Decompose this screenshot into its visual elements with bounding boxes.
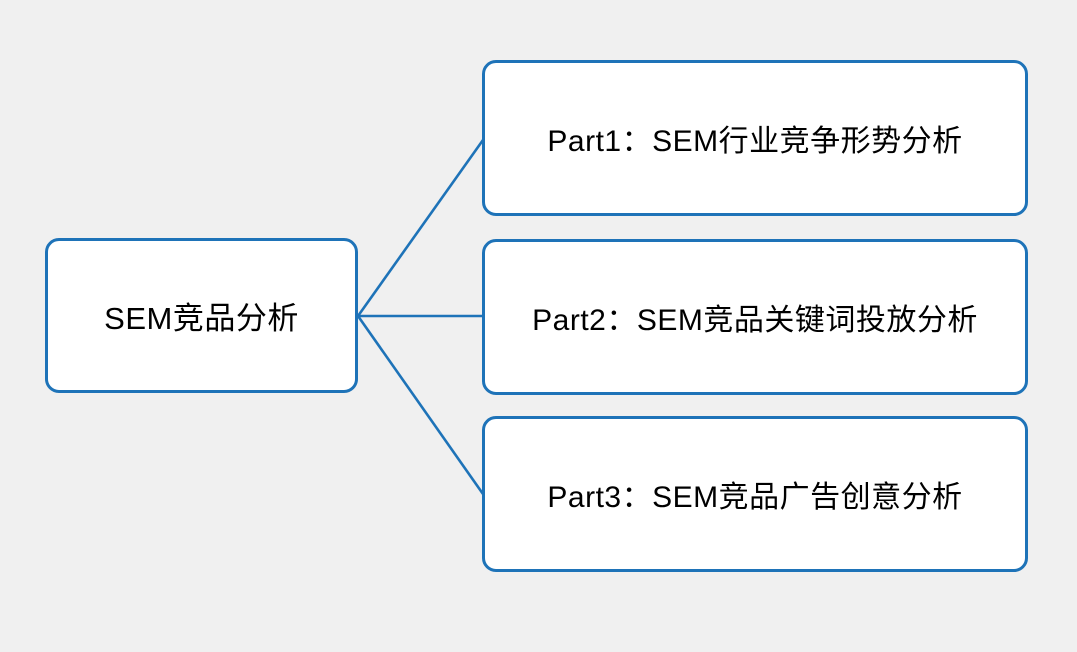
child-node-part1[interactable]: Part1：SEM行业竞争形势分析 xyxy=(482,60,1028,216)
root-node-sem-analysis[interactable]: SEM竞品分析 xyxy=(45,238,358,393)
root-node-label: SEM竞品分析 xyxy=(104,301,299,336)
child-node-part3[interactable]: Part3：SEM竞品广告创意分析 xyxy=(482,416,1028,572)
child-node-part1-label: Part1：SEM行业竞争形势分析 xyxy=(547,125,963,158)
child-node-part3-label: Part3：SEM竞品广告创意分析 xyxy=(547,481,963,514)
connector-root-to-part1 xyxy=(356,139,485,317)
child-node-part2[interactable]: Part2：SEM竞品关键词投放分析 xyxy=(482,239,1028,395)
child-node-part2-label: Part2：SEM竞品关键词投放分析 xyxy=(532,304,978,337)
connector-root-to-part3 xyxy=(356,315,485,495)
